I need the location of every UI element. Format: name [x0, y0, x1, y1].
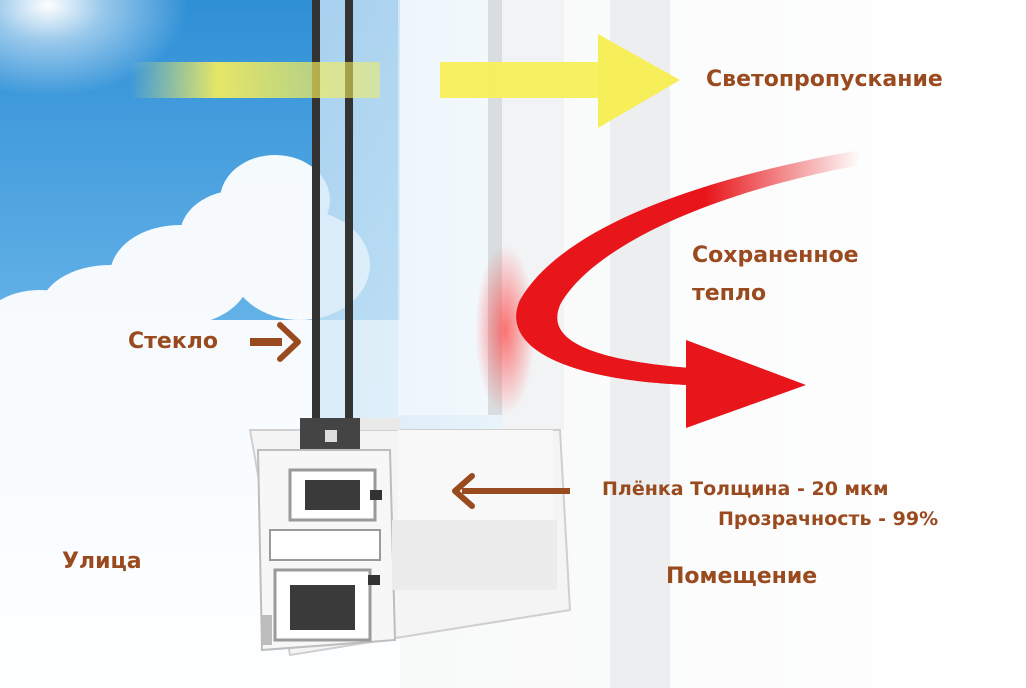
heat-glow: [475, 245, 535, 415]
film-transparency-label: Прозрачность - 99%: [718, 508, 939, 530]
light-transmission-label: Светопропускание: [706, 67, 943, 92]
window-frame-profile: [248, 418, 572, 657]
street-label: Улица: [62, 549, 142, 574]
saved-heat-label-line2: тепло: [692, 281, 767, 306]
light-arrow-icon: [130, 34, 680, 128]
heat-arrow-icon: [516, 150, 860, 428]
room-label: Помещение: [666, 564, 818, 589]
glass-label: Стекло: [128, 329, 218, 354]
saved-heat-label-line1: Сохраненное: [692, 243, 859, 268]
film-pointer-arrow-icon: [452, 473, 570, 509]
glass-pointer-arrow-icon: [250, 322, 301, 362]
glass-pane-outer: [312, 0, 320, 430]
glass-pane-inner: [345, 0, 353, 430]
film-thickness-label: Плёнка Толщина - 20 мкм: [602, 478, 889, 500]
